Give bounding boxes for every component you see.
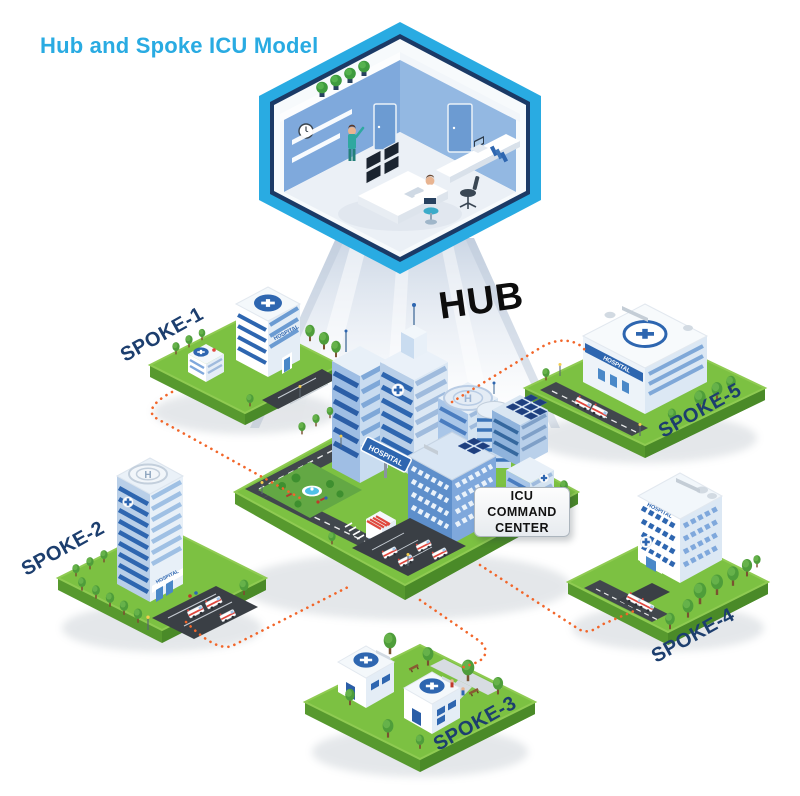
monitor-wall [365, 140, 400, 185]
spoke-3-footpath [430, 659, 502, 695]
person [188, 594, 192, 598]
control-room-scene [280, 52, 520, 252]
roof-vent [707, 493, 717, 499]
entrance-canopy [152, 568, 183, 593]
spoke-3-clinic-b [402, 671, 462, 734]
bench [408, 663, 419, 673]
cabinet [447, 103, 473, 153]
medical-cross-icon [639, 535, 653, 549]
monitor-icon [383, 154, 400, 176]
bench [468, 687, 479, 697]
binders [489, 145, 509, 163]
hub-ambulance-lot [352, 518, 466, 576]
spoke-2-hospital-tower: H HOSPITAL [115, 457, 185, 602]
connector-spoke2-hub [184, 583, 354, 649]
monitor-icon [383, 140, 400, 162]
spoke-2-site: H HOSPITAL [55, 457, 269, 643]
roof-vent [683, 325, 693, 331]
monitor-icon [365, 163, 382, 185]
connector-hub-spoke3 [418, 598, 487, 671]
doctor-figure [414, 174, 439, 225]
wall-shelf [292, 133, 340, 163]
medical-cross-icon [122, 496, 134, 508]
nurse-figure [348, 124, 365, 161]
roof-unit [622, 306, 648, 322]
keyboard [404, 187, 426, 198]
shelf-plants [316, 60, 370, 97]
room-left-wall [284, 58, 400, 192]
hub-solar-building [492, 394, 548, 467]
roof-unit [424, 444, 438, 455]
side-desk [436, 134, 520, 183]
spoke-4-site: HOSPITAL [565, 472, 771, 645]
bench [285, 492, 293, 498]
page-title: Hub and Spoke ICU Model [40, 33, 319, 58]
roof-cross-emblem [622, 320, 668, 348]
spoke-5-hospital-building: HOSPITAL [581, 303, 709, 414]
icu-sign-line1: ICU COMMAND [487, 488, 557, 519]
solar-panels [457, 437, 491, 455]
spoke-4-parking [618, 583, 670, 609]
spoke-4-hospital-building: HOSPITAL [636, 472, 724, 583]
helipad: H [128, 463, 168, 485]
office-chair [459, 176, 480, 209]
person [461, 687, 465, 696]
person [324, 496, 328, 500]
hub-city: H [232, 303, 581, 600]
hub-hospital-tower [380, 303, 448, 477]
icu-sign-line2: CENTER [495, 521, 549, 536]
person [450, 679, 454, 688]
roof-unit [676, 478, 700, 493]
hub-park [258, 462, 362, 518]
roof-vent [604, 311, 616, 319]
hub-spoke-connectors [150, 339, 636, 671]
helipad-letter: H [144, 470, 151, 481]
medical-cross-icon [538, 472, 550, 484]
medical-cross-icon [353, 652, 379, 668]
hub-icu-building [406, 431, 498, 544]
wall-shelf [292, 109, 352, 145]
spoke-1-hospital-building: HOSPITAL [234, 286, 302, 377]
person [316, 500, 320, 504]
icu-command-center-sign: ICU COMMAND CENTER [474, 487, 570, 537]
solar-panels [505, 394, 548, 420]
icu-control-room-inset [259, 22, 541, 274]
medical-cross-icon [254, 294, 282, 312]
helipad-letter: H [464, 393, 472, 405]
spoke-3-clinic-a [336, 645, 396, 708]
person [194, 591, 198, 595]
spoke-3-site [302, 632, 538, 772]
medical-cross-icon [391, 383, 405, 397]
spoke-1-clinic-building [188, 344, 224, 382]
control-desk [358, 171, 448, 224]
spoke-1-site: HOSPITAL [147, 286, 343, 425]
fountain [302, 485, 322, 497]
medical-cross-icon [419, 678, 445, 694]
monitor-icon [365, 149, 382, 171]
laptop-icon [470, 136, 488, 153]
spoke-5-site: HOSPITAL [522, 303, 768, 458]
spoke-2-parking-lot [152, 586, 258, 639]
medical-cross-icon [193, 347, 209, 357]
cabinet [373, 103, 397, 151]
roof-unit [376, 650, 390, 660]
hub-hospital-billboard: HOSPITAL [360, 436, 412, 478]
